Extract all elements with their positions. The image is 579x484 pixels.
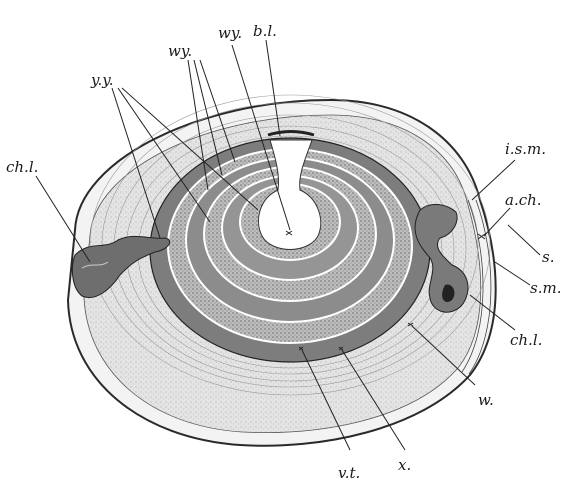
label-wy-left: wy. [168, 42, 192, 60]
label-vt: v.t. [338, 464, 360, 482]
label-wy-top: wy. [218, 24, 242, 42]
label-chl-right: ch.l. [510, 331, 542, 349]
label-chl-left: ch.l. [6, 158, 38, 176]
label-x: x. [398, 456, 411, 474]
label-sm: s.m. [530, 279, 561, 297]
label-w: w. [478, 391, 494, 409]
label-yy: y.y. [90, 71, 114, 89]
label-ism: i.s.m. [505, 140, 546, 158]
label-ach: a.ch. [505, 191, 542, 209]
label-bl: b.l. [253, 22, 277, 40]
label-s: s. [542, 248, 554, 266]
